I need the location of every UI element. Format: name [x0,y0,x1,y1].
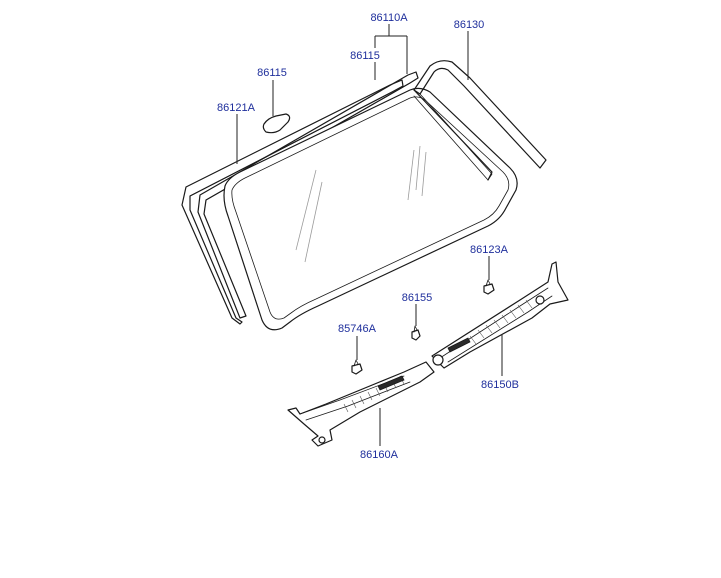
label-86160a[interactable]: 86160A [360,449,399,461]
label-86155[interactable]: 86155 [402,292,433,304]
molding-86130 [413,60,547,181]
label-86121a[interactable]: 86121A [217,102,256,114]
clip-86123a [483,279,495,295]
clip-85746a [351,359,363,375]
clip-86115 [262,113,291,134]
label-86150b[interactable]: 86150B [481,379,519,391]
label-86130[interactable]: 86130 [454,19,485,31]
clip-86155 [411,325,421,341]
cowl-panel-86160a [287,361,435,447]
label-86115-clip[interactable]: 86115 [257,67,287,79]
windshield-glass-86110a [223,87,518,331]
label-86123a[interactable]: 86123A [470,244,509,256]
label-85746a[interactable]: 85746A [338,323,377,335]
molding-86121a [181,79,404,325]
label-86110a[interactable]: 86110A [370,12,408,24]
label-86115-top[interactable]: 86115 [350,50,380,62]
part-labels: 86110A 86115 86130 86115 86121A 86123A 8… [217,12,519,461]
leader-lines [236,24,503,446]
cowl-panel-86150b [431,261,569,369]
